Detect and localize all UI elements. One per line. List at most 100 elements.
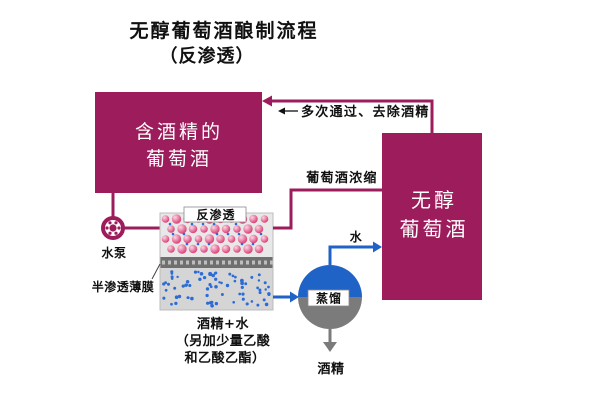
water-molecule (170, 277, 174, 280)
reverse-osmosis-label: 反渗透 (196, 207, 235, 222)
membrane-pore (180, 260, 183, 265)
wine-molecule (233, 245, 241, 253)
membrane-pore (246, 260, 249, 265)
wine-molecule (216, 234, 225, 244)
water-molecule (208, 301, 213, 305)
water-molecule (190, 296, 194, 301)
water-molecule (162, 296, 166, 300)
water-molecules (162, 222, 271, 308)
water-molecule (213, 271, 217, 275)
water-molecule (257, 279, 261, 282)
water-molecule (207, 242, 211, 246)
membrane-pore (162, 260, 165, 265)
water-molecule (209, 285, 213, 289)
alcohol-out-arrowhead-icon (323, 342, 337, 352)
water-molecule (250, 300, 254, 303)
wine-molecule (237, 234, 248, 244)
wine-molecule (221, 244, 231, 254)
water-molecule (197, 270, 200, 274)
membrane-pore (258, 260, 261, 265)
water-return-arrowhead-icon (373, 241, 382, 253)
pump-blade (117, 226, 121, 230)
permeate-label-line-3: 和乙酸乙酯） (184, 350, 265, 366)
wine-molecule (188, 224, 198, 234)
wine-molecule (204, 234, 215, 244)
water-molecule (220, 281, 223, 285)
water-molecule (182, 232, 186, 236)
wine-molecule (200, 245, 208, 253)
distillation-label: 蒸馏 (316, 291, 342, 306)
water-molecule (220, 293, 224, 296)
water-molecule (240, 281, 244, 286)
wine-molecule (183, 234, 192, 244)
water-molecule (171, 232, 175, 236)
wine-molecule (188, 244, 198, 254)
wine-molecule (254, 244, 264, 254)
membrane-pore (264, 260, 267, 265)
water-molecule (251, 242, 255, 246)
alcoholic-wine-label-line-2: 葡萄酒 (146, 148, 212, 170)
water-molecule (225, 283, 230, 288)
membrane-pore (192, 260, 195, 265)
water-molecule (193, 270, 198, 274)
membrane-pore (168, 260, 171, 265)
membrane-pore (204, 260, 207, 265)
water-molecule (190, 222, 194, 226)
dealcoholized-wine-label-line-1: 无醇 (411, 188, 457, 212)
reverse-osmosis-tag (183, 206, 247, 223)
water-molecule (264, 288, 267, 291)
alcohol-out-label: 酒精 (317, 361, 344, 377)
water-molecule (238, 292, 242, 296)
water-molecule (201, 222, 205, 226)
wine-molecule (177, 224, 187, 234)
water-molecule (241, 292, 245, 296)
water-molecule (258, 288, 262, 292)
membrane-pore (228, 260, 231, 265)
distillation-vessel: 蒸馏 (298, 265, 362, 329)
water-molecule (164, 288, 168, 292)
water-molecule (241, 297, 245, 301)
concentrate-pipe (273, 188, 383, 230)
water-molecule (168, 222, 172, 226)
wine-molecule (194, 235, 203, 243)
water-molecule (202, 275, 207, 280)
wine-molecule (260, 235, 269, 243)
pump-blade (114, 231, 118, 235)
water-molecule (237, 232, 241, 236)
pump-blade (108, 221, 112, 225)
wine-molecule (167, 225, 175, 233)
distillation-tag (307, 289, 350, 307)
water-molecule (256, 286, 259, 290)
wine-molecule (171, 214, 182, 224)
wine-molecule (249, 234, 258, 244)
wine-molecule (260, 215, 269, 223)
water-molecule (226, 232, 230, 236)
membrane-pore (210, 260, 213, 265)
membrane-pore (234, 260, 237, 265)
water-molecule (205, 287, 210, 291)
water-label: 水 (350, 229, 363, 244)
membrane-pore (216, 260, 219, 265)
recycle-arrowhead-icon (262, 95, 272, 107)
wine-molecule (243, 244, 253, 254)
wine-molecule (210, 244, 220, 254)
membrane-pore (198, 260, 201, 265)
water-molecule (174, 301, 178, 306)
water-molecule (264, 302, 269, 307)
alcoholic-wine-tank (95, 92, 262, 193)
wine-molecule (210, 224, 220, 234)
diagram-title: 无醇葡萄酒酿制流程 (129, 19, 318, 42)
water-molecule (257, 273, 261, 277)
water-molecule (214, 301, 219, 306)
water-molecule (214, 285, 218, 289)
permeate-arrowhead-icon (290, 291, 299, 303)
water-molecule (245, 302, 249, 306)
water-molecule (177, 294, 182, 299)
wine-molecule (249, 214, 258, 224)
water-molecule (186, 296, 190, 300)
water-molecule (234, 275, 237, 279)
membrane-pore (222, 260, 225, 265)
water-molecule (262, 298, 266, 302)
membrane-pore (174, 260, 177, 265)
permeate-label-line-2: （另加少量乙酸 (176, 333, 271, 349)
